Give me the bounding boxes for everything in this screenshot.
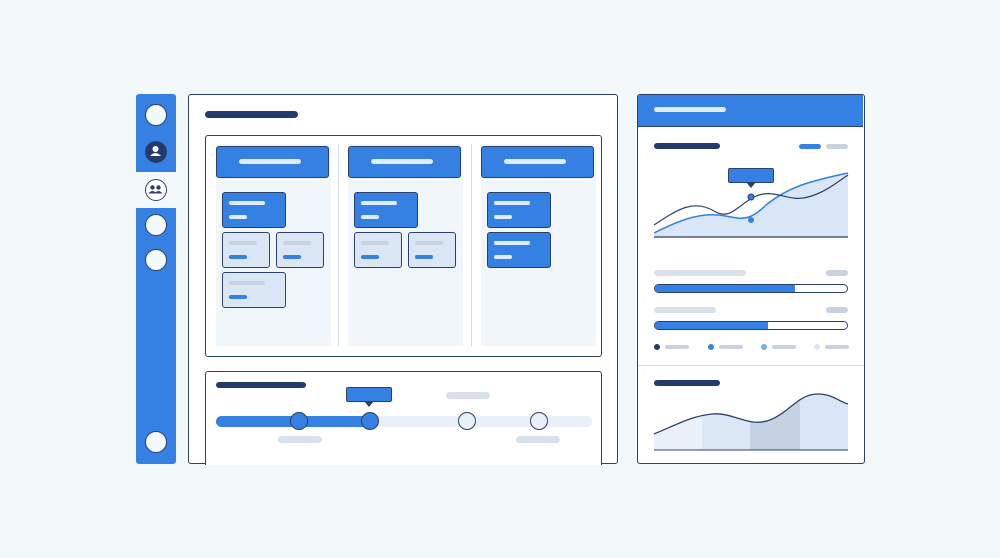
- chart-tab-active[interactable]: [799, 144, 821, 149]
- column-header[interactable]: [348, 146, 461, 178]
- sidebar-item-3[interactable]: [145, 214, 167, 236]
- metric-label-placeholder: [654, 270, 746, 276]
- step-label-placeholder: [446, 392, 490, 399]
- kanban-column: [481, 144, 596, 346]
- task-card[interactable]: [354, 192, 418, 228]
- main-window: [188, 94, 618, 465]
- area-mask: [654, 390, 848, 434]
- panel-header: [638, 95, 863, 127]
- legend-dot-icon: [814, 344, 820, 350]
- panel-divider: [638, 365, 864, 366]
- data-point: [748, 217, 754, 223]
- sidebar-item-home[interactable]: [145, 104, 167, 126]
- legend-dot-icon: [708, 344, 714, 350]
- timeline-step-knob-current[interactable]: [361, 412, 379, 430]
- sidebar-item-bottom[interactable]: [145, 431, 167, 453]
- chart-tab[interactable]: [826, 144, 848, 149]
- users-group-icon: [148, 185, 163, 194]
- column-divider: [338, 144, 339, 346]
- user-icon: [150, 146, 161, 156]
- task-card[interactable]: [487, 192, 551, 228]
- legend-label-placeholder: [719, 345, 743, 349]
- step-label-placeholder: [516, 436, 560, 443]
- legend-label-placeholder: [825, 345, 849, 349]
- chart-title-placeholder: [654, 143, 720, 149]
- kanban-column: [348, 144, 463, 346]
- task-card[interactable]: [276, 232, 324, 268]
- chart-tooltip: [728, 168, 774, 188]
- timeline-step-knob[interactable]: [530, 412, 548, 430]
- progress-fill: [655, 322, 769, 329]
- progress-bar: [654, 321, 848, 330]
- metric-value-placeholder: [826, 307, 848, 313]
- legend-dot-icon: [654, 344, 660, 350]
- legend-dot-icon: [761, 344, 767, 350]
- metric-value-placeholder: [826, 270, 848, 276]
- column-header[interactable]: [481, 146, 594, 178]
- sidebar-item-4[interactable]: [145, 249, 167, 271]
- analytics-panel: [637, 94, 865, 464]
- area-chart: [653, 390, 849, 451]
- legend-label-placeholder: [772, 345, 796, 349]
- line-series-primary: [653, 172, 849, 234]
- area-series: [654, 173, 848, 237]
- line-chart: [653, 172, 849, 238]
- task-card[interactable]: [222, 192, 286, 228]
- column-header[interactable]: [216, 146, 329, 178]
- metric-label-placeholder: [654, 307, 716, 313]
- column-divider: [471, 144, 472, 346]
- progress-bar: [654, 284, 848, 293]
- timeline-step-knob[interactable]: [458, 412, 476, 430]
- timeline-title-placeholder: [216, 382, 306, 388]
- step-label-placeholder: [278, 436, 322, 443]
- data-point: [747, 193, 755, 201]
- task-card[interactable]: [487, 232, 551, 268]
- kanban-board: [205, 135, 602, 357]
- task-card[interactable]: [408, 232, 456, 268]
- area-series-line: [653, 393, 849, 435]
- task-card[interactable]: [354, 232, 402, 268]
- task-card[interactable]: [222, 272, 286, 308]
- team-button[interactable]: [145, 179, 167, 201]
- sidebar-item-team-active[interactable]: [136, 172, 176, 208]
- legend-label-placeholder: [665, 345, 689, 349]
- progress-fill: [655, 285, 796, 292]
- sidebar-item-profile[interactable]: [145, 141, 167, 163]
- kanban-column: [216, 144, 331, 346]
- task-card[interactable]: [222, 232, 270, 268]
- timeline-panel: [205, 371, 602, 465]
- chart2-title-placeholder: [654, 380, 720, 386]
- page-title-placeholder: [205, 111, 298, 118]
- timeline-step-knob[interactable]: [290, 412, 308, 430]
- panel-title-placeholder: [654, 107, 726, 112]
- timeline-tooltip: [346, 387, 392, 407]
- sidebar: [136, 94, 176, 464]
